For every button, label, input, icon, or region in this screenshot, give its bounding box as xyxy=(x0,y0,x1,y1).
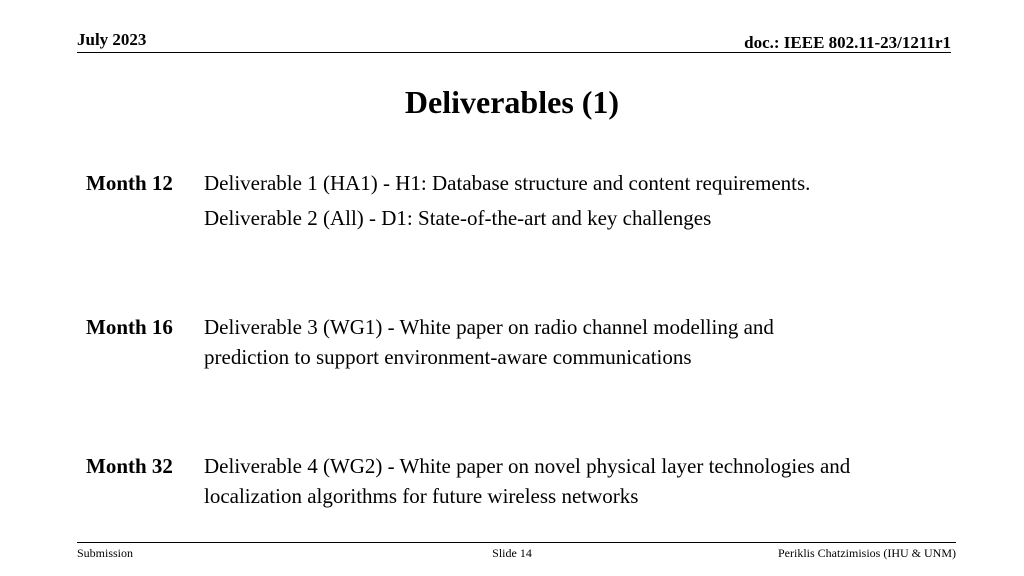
deliverable-line: prediction to support environment-aware … xyxy=(204,345,692,369)
header-date: July 2023 xyxy=(77,30,147,49)
month-label: Month 12 xyxy=(86,171,173,195)
deliverable-line: Deliverable 2 (All) - D1: State-of-the-a… xyxy=(204,206,712,230)
deliverable-text: Deliverable 3 (WG1) - White paper on rad… xyxy=(204,312,984,372)
month-label: Month 32 xyxy=(86,454,173,478)
deliverable-line: Deliverable 4 (WG2) - White paper on nov… xyxy=(204,454,851,478)
month-label: Month 16 xyxy=(86,315,173,339)
deliverable-line: Deliverable 1 (HA1) - H1: Database struc… xyxy=(204,171,811,195)
header-doc-id: doc.: IEEE 802.11-23/1211r1 xyxy=(744,33,951,52)
footer-slide-number: Slide 14 xyxy=(492,546,532,560)
deliverable-line: localization algorithms for future wirel… xyxy=(204,484,639,508)
header-divider xyxy=(77,52,951,53)
slide-title: Deliverables (1) xyxy=(404,84,620,120)
deliverable-text: Deliverable 1 (HA1) - H1: Database struc… xyxy=(204,168,984,233)
footer-divider xyxy=(77,542,956,543)
deliverable-line: Deliverable 3 (WG1) - White paper on rad… xyxy=(204,315,774,339)
deliverable-text: Deliverable 4 (WG2) - White paper on nov… xyxy=(204,451,984,511)
footer-author: Periklis Chatzimisios (IHU & UNM) xyxy=(778,546,956,560)
footer-submission: Submission xyxy=(77,546,134,560)
